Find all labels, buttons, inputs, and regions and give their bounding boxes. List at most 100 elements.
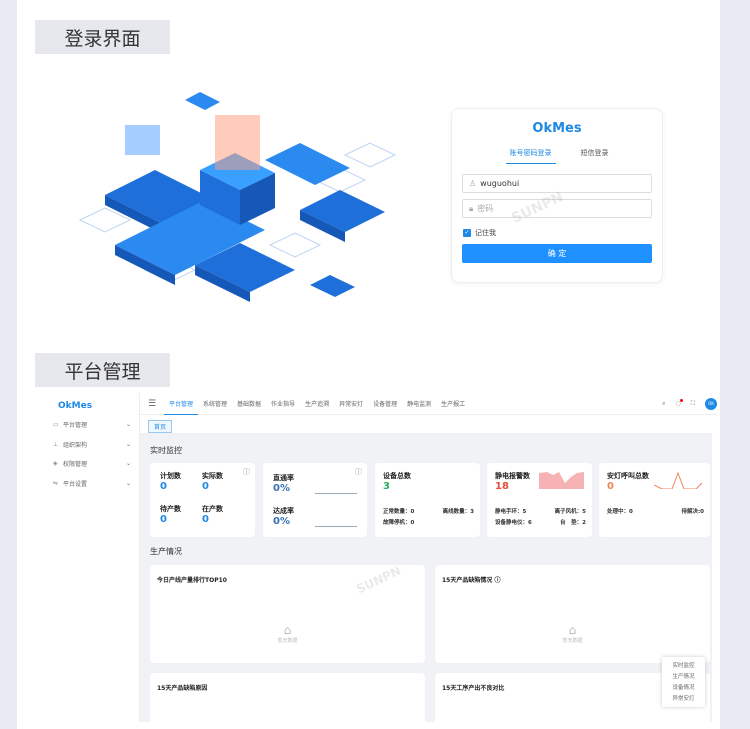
search-icon[interactable]: ⌕ — [662, 399, 666, 407]
nav-andon[interactable]: 异常安灯 — [339, 401, 364, 408]
esd-ionizer: 离子风机：5 — [554, 509, 586, 515]
pending-label: 待产数 — [160, 505, 181, 513]
help-icon[interactable]: ⓘ — [355, 468, 362, 476]
actual-label: 实际数 — [202, 472, 223, 480]
plan-label: 计划数 — [160, 472, 181, 480]
andon-pending: 待解决:0 — [681, 509, 704, 515]
section-title-platform: 平台管理 — [35, 353, 170, 387]
dashboard-screenshot: OkMes ▭平台管理⌄ ⊥组织架构⌄ ◈权限管理⌄ ⇋平台设置⌄ ☰ 平台管理… — [45, 393, 717, 722]
nav-trace[interactable]: 生产追溯 — [305, 401, 330, 408]
esd-wrist: 静电手环：5 — [495, 509, 527, 515]
fullscreen-icon[interactable]: ⛶ — [690, 399, 695, 407]
andon-card: 安灯呼叫总数 0 处理中：0 待解决:0 — [599, 463, 710, 537]
top-nav: ☰ 平台管理 系统管理 基础数据 作业指导 生产追溯 异常安灯 设备管理 静电监… — [140, 393, 717, 415]
achieve-rate-sparkline — [315, 526, 357, 527]
login-logo: OkMes — [532, 121, 582, 136]
chevron-down-icon: ⌄ — [125, 440, 131, 448]
menu-fold-icon[interactable]: ☰ — [147, 398, 157, 409]
nav-system[interactable]: 系统管理 — [203, 401, 228, 408]
nav-platform[interactable]: 平台管理 — [164, 393, 199, 415]
username-input[interactable]: ♙wuguohui — [462, 174, 652, 193]
pass-rate-value: 0% — [273, 483, 290, 494]
device-normal: 正常数量：0 — [383, 509, 415, 515]
nav-equipment[interactable]: 设备管理 — [373, 401, 398, 408]
inbox-icon: ⌂ — [568, 623, 577, 637]
password-input[interactable]: 🔒︎密码 — [462, 199, 652, 218]
device-offline: 离线数量：3 — [442, 509, 474, 515]
sliders-icon: ⇋ — [53, 479, 59, 487]
chevron-down-icon: ⌄ — [125, 421, 131, 429]
user-icon: ♙ — [469, 179, 477, 188]
realtime-title: 实时监控 — [150, 446, 182, 455]
isometric-factory-illustration — [78, 92, 397, 302]
sidebar-item-permissions[interactable]: ◈权限管理⌄ — [53, 460, 131, 469]
rate-card: ⓘ 直通率 0% 达成率 0% — [263, 463, 367, 537]
content-area: 实时监控 ⓘ 计划数 0 实际数 0 待产数 0 在产数 0 ⓘ 直通率 0% … — [140, 433, 712, 722]
login-card: OkMes 账号密码登录 短信登录 ♙wuguohui 🔒︎密码 ✓记住我 确 … — [451, 108, 663, 283]
esd-area-chart — [539, 472, 584, 489]
anchor-production[interactable]: 生产情况 — [672, 674, 695, 680]
panel-defects: 15天产品缺陷情况 ⓘ ⌂暂无数据 — [435, 565, 710, 663]
nav-esd[interactable]: 静电监测 — [407, 401, 432, 408]
nav-report[interactable]: 生产报工 — [441, 401, 466, 408]
section-title-login: 登录界面 — [35, 20, 170, 54]
help-icon[interactable]: ⓘ — [243, 468, 250, 476]
esd-meter: 设备静电仪：6 — [495, 520, 532, 526]
chevron-down-icon: ⌄ — [125, 479, 131, 487]
device-card: 设备总数 3 正常数量：0 离线数量：3 故障停机：0 — [375, 463, 480, 537]
esd-value: 18 — [495, 481, 509, 492]
producing-label: 在产数 — [202, 505, 223, 513]
sidebar-item-platform[interactable]: ▭平台管理⌄ — [53, 421, 131, 430]
tab-home[interactable]: 首页 — [148, 420, 173, 433]
sidebar-item-settings[interactable]: ⇋平台设置⌄ — [53, 479, 131, 488]
empty-state: ⌂暂无数据 — [562, 623, 583, 644]
nav-work-guide[interactable]: 作业指导 — [271, 401, 296, 408]
sidebar: OkMes ▭平台管理⌄ ⊥组织架构⌄ ◈权限管理⌄ ⇋平台设置⌄ — [45, 393, 140, 722]
esd-card: 静电报警数 18 静电手环：5 离子风机：5 设备静电仪：6 台 垫：2 — [487, 463, 592, 537]
panel-title: 15天产品缺陷情况 ⓘ — [442, 577, 501, 584]
esd-mat: 台 垫：2 — [560, 520, 586, 526]
avatar[interactable]: OK — [705, 397, 717, 410]
actual-value: 0 — [202, 481, 209, 492]
empty-state: ⌂暂无数据 — [277, 623, 298, 644]
panel-title: 15天工序产出不良对比 — [442, 685, 505, 692]
monitor-icon: ▭ — [53, 421, 59, 429]
remember-me-checkbox[interactable]: ✓记住我 — [463, 229, 496, 237]
dashboard-logo: OkMes — [58, 401, 93, 411]
check-icon: ✓ — [463, 229, 471, 237]
anchor-realtime[interactable]: 实时监控 — [672, 663, 695, 669]
chevron-down-icon: ⌄ — [125, 460, 131, 468]
submit-button[interactable]: 确 定 — [462, 244, 652, 263]
panel-defect-reasons: 15天产品缺陷原因 — [150, 673, 425, 722]
esd-label: 静电报警数 — [495, 472, 530, 480]
pass-rate-label: 直通率 — [273, 474, 294, 482]
device-value: 3 — [383, 481, 390, 492]
achieve-rate-value: 0% — [273, 516, 290, 527]
device-label: 设备总数 — [383, 472, 411, 480]
sidebar-item-org[interactable]: ⊥组织架构⌄ — [53, 440, 131, 449]
anchor-andon[interactable]: 异常安灯 — [672, 696, 695, 702]
inbox-icon: ⌂ — [283, 623, 292, 637]
plan-card: ⓘ 计划数 0 实际数 0 待产数 0 在产数 0 — [150, 463, 255, 537]
nav-basic-data[interactable]: 基础数据 — [237, 401, 262, 408]
achieve-rate-label: 达成率 — [273, 507, 294, 515]
bell-icon[interactable]: ◌ — [675, 399, 683, 407]
andon-processing: 处理中：0 — [607, 509, 633, 515]
lock-icon: 🔒︎ — [469, 203, 474, 213]
panel-top10: 今日产线产量排行TOP10 ⌂暂无数据 — [150, 565, 425, 663]
pass-rate-sparkline — [315, 493, 357, 494]
tab-sms-login[interactable]: 短信登录 — [580, 149, 609, 157]
tab-password-login[interactable]: 账号密码登录 — [505, 148, 556, 164]
production-title: 生产情况 — [150, 547, 182, 556]
shield-icon: ◈ — [53, 460, 58, 468]
andon-label: 安灯呼叫总数 — [607, 472, 649, 480]
anchor-equipment[interactable]: 设备情况 — [672, 685, 695, 691]
help-icon[interactable]: ⓘ — [494, 577, 501, 584]
org-icon: ⊥ — [53, 440, 59, 448]
plan-value: 0 — [160, 481, 167, 492]
producing-value: 0 — [202, 514, 209, 525]
pending-value: 0 — [160, 514, 167, 525]
device-fault: 故障停机：0 — [383, 520, 415, 526]
floating-anchor-menu: 实时监控 生产情况 设备情况 异常安灯 — [662, 657, 705, 707]
andon-line-chart — [654, 471, 702, 489]
